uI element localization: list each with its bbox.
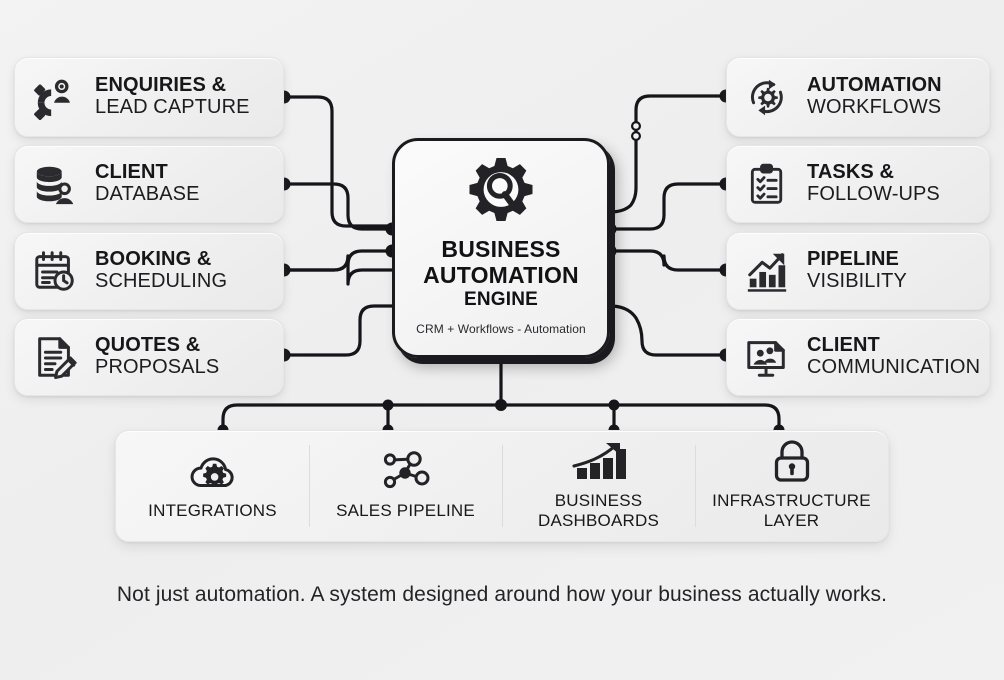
card-client-database[interactable]: CLIENT DATABASE: [14, 145, 284, 223]
card-enquiries-lead-capture[interactable]: ENQUIRIES & LEAD CAPTURE: [14, 57, 284, 137]
wire-left-1: [282, 95, 394, 228]
card-title-line1: AUTOMATION: [807, 74, 942, 97]
card-title-line2: VISIBILITY: [807, 270, 907, 292]
bottom-item-integrations[interactable]: INTEGRATIONS: [116, 431, 309, 541]
card-automation-workflows[interactable]: AUTOMATION WORKFLOWS: [726, 57, 990, 137]
clipboard-check-icon: [741, 158, 793, 210]
card-title-line2: WORKFLOWS: [807, 96, 942, 118]
bottom-item-infrastructure-layer[interactable]: INFRASTRUCTURE LAYER: [695, 431, 888, 541]
bottom-item-label: INFRASTRUCTURE LAYER: [712, 491, 871, 530]
bottom-item-label: BUSINESS DASHBOARDS: [537, 491, 660, 530]
hub-subtitle: CRM + Workflows - Automation: [416, 322, 586, 337]
card-title-line2: FOLLOW-UPS: [807, 183, 940, 205]
card-title-line1: CLIENT: [807, 334, 880, 357]
monitor-people-icon: [741, 331, 793, 383]
wire-right-1: [608, 94, 728, 214]
document-pen-icon: [29, 331, 81, 383]
hub-title-line3: ENGINE: [463, 289, 539, 311]
card-title-line2: SCHEDULING: [95, 270, 228, 292]
wire-left-3b: [282, 249, 394, 272]
card-title-line2: COMMUNICATION: [807, 356, 981, 378]
card-pipeline-visibility[interactable]: PIPELINE VISIBILITY: [726, 232, 990, 310]
card-title-line1: QUOTES &: [95, 334, 201, 357]
bottom-item-label: INTEGRATIONS: [148, 501, 277, 521]
gear-search-icon: [462, 155, 540, 232]
card-quotes-proposals[interactable]: QUOTES & PROPOSALS: [14, 318, 284, 396]
gear-refresh-icon: [741, 71, 793, 123]
card-tasks-followups[interactable]: TASKS & FOLLOW-UPS: [726, 145, 990, 223]
bottom-item-label: SALES PIPELINE: [336, 501, 475, 521]
hub-title-line1: BUSINESS: [441, 236, 561, 262]
card-title-line2: PROPOSALS: [95, 356, 220, 378]
cloud-gear-icon: [185, 449, 241, 495]
card-title-line2: LEAD CAPTURE: [95, 96, 250, 118]
calendar-clock-icon: [29, 245, 81, 297]
wire-bottom-bus: [221, 403, 781, 432]
wire-right-2: [608, 182, 728, 231]
database-user-icon: [29, 158, 81, 210]
foundation-panel: INTEGRATIONS SALES PIPELINE: [115, 430, 889, 542]
hub-title-line2: AUTOMATION: [423, 262, 579, 289]
card-title-line1: TASKS &: [807, 161, 894, 184]
connector-rings: [630, 120, 641, 142]
bar-growth-icon: [570, 439, 628, 485]
card-client-communication[interactable]: CLIENT COMMUNICATION: [726, 318, 990, 396]
wire-left-3: [282, 254, 394, 286]
central-hub-business-automation-engine[interactable]: BUSINESS AUTOMATION ENGINE CRM + Workflo…: [392, 138, 610, 358]
wire-left-2: [282, 182, 394, 231]
network-nodes-icon: [380, 449, 432, 495]
bottom-item-sales-pipeline[interactable]: SALES PIPELINE: [309, 431, 502, 541]
card-booking-scheduling[interactable]: BOOKING & SCHEDULING: [14, 232, 284, 310]
padlock-icon: [771, 439, 813, 485]
wire-right-3: [608, 249, 728, 272]
wire-right-4: [608, 304, 728, 357]
growth-chart-icon: [741, 245, 793, 297]
card-title-line1: PIPELINE: [807, 248, 899, 271]
caption-text: Not just automation. A system designed a…: [116, 583, 888, 606]
card-title-line2: DATABASE: [95, 183, 200, 205]
card-title-line1: CLIENT: [95, 161, 168, 184]
magnet-lead-icon: [29, 71, 81, 123]
bottom-item-business-dashboards[interactable]: BUSINESS DASHBOARDS: [502, 431, 695, 541]
card-title-line1: ENQUIRIES &: [95, 74, 227, 97]
wire-left-4: [282, 304, 394, 357]
card-title-line1: BOOKING &: [95, 248, 212, 271]
